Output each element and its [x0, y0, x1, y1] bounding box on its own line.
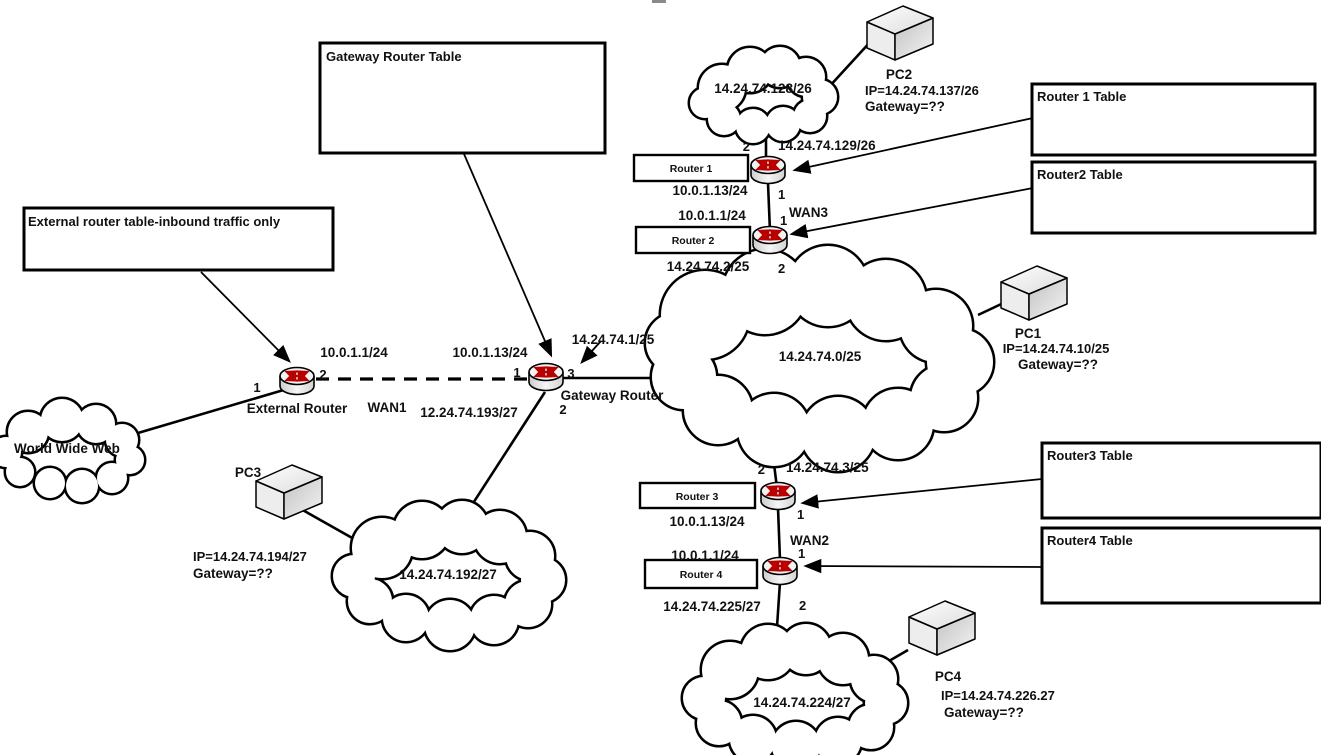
router2-iface-top-label: 10.0.1.1/24 — [678, 208, 746, 223]
router3-table-box: Router3 Table — [1040, 441, 1321, 520]
gateway-router-table-title: Gateway Router Table — [326, 49, 462, 64]
router4-port-top: 1 — [798, 546, 805, 561]
router4-iface-bottom-label: 14.24.74.225/27 — [663, 599, 761, 614]
arrow-router2-table-to-router2 — [789, 187, 1034, 239]
router4-port-bottom: 2 — [799, 598, 806, 613]
cloud-www: World Wide Web — [0, 399, 144, 502]
pc3-node: PC3 IP=14.24.74.194/27 Gateway=?? — [193, 464, 323, 581]
external-router-table-box: External router table-inbound traffic on… — [22, 206, 335, 272]
cloud-net192: 14.24.74.192/27 — [333, 501, 565, 650]
wan1-subnet-label: 12.24.74.193/27 — [420, 405, 518, 420]
router1-name: Router 1 — [670, 163, 713, 175]
router2-iface-bottom-label: 14.24.74.2/25 — [667, 259, 750, 274]
gateway-port-left: 1 — [513, 365, 520, 380]
cloud-net0-label: 14.24.74.0/25 — [779, 349, 862, 364]
pc-icon — [255, 464, 323, 520]
router2-icon — [753, 227, 787, 254]
link-wan3-router1-router2 — [766, 182, 772, 233]
external-port-left: 1 — [253, 380, 260, 395]
router2-port-bottom: 2 — [778, 261, 785, 276]
pc1-name: PC1 — [1015, 326, 1042, 341]
router4-icon — [763, 558, 797, 585]
gateway-router-name: Gateway Router — [561, 388, 665, 403]
external-iface-label: 10.0.1.1/24 — [320, 345, 388, 360]
cloud-net0: 14.24.74.0/25 — [646, 246, 993, 471]
router2-port-top: 1 — [780, 213, 787, 228]
pc2-node: PC2 IP=14.24.74.137/26 Gateway=?? — [865, 5, 979, 114]
external-router-table-title: External router table-inbound traffic on… — [28, 214, 281, 229]
arrow-iface-label-to-gateway-port3 — [580, 340, 602, 365]
router3-iface-label: 10.0.1.13/24 — [669, 514, 745, 529]
gateway-port-bottom: 2 — [559, 402, 566, 417]
router4-table-title: Router4 Table — [1047, 533, 1133, 548]
pc3-name: PC3 — [235, 465, 262, 480]
router2-table-box: Router2 Table — [1030, 160, 1317, 235]
router3-name: Router 3 — [676, 491, 719, 503]
pc-icon — [1000, 265, 1068, 321]
router4-label-box: Router 4 — [643, 558, 759, 590]
pc4-ip: IP=14.24.74.226.27 — [941, 688, 1055, 703]
link-gateway-net192 — [466, 391, 547, 512]
gateway-router-icon — [529, 364, 563, 391]
arrow-router4-table-to-router4 — [803, 558, 1043, 574]
pc3-gateway: Gateway=?? — [193, 566, 273, 581]
router4-iface-top-label: 10.0.1.1/24 — [671, 548, 739, 563]
wan3-label: WAN3 — [789, 205, 828, 220]
cropped-edge-artifact — [652, 0, 666, 3]
wan2-label: WAN2 — [790, 533, 829, 548]
router3-uplink-label: 14.24.74.3/25 — [786, 460, 869, 475]
cloud-net224: 14.24.74.224/27 — [683, 624, 907, 755]
router2-table-title: Router2 Table — [1037, 167, 1123, 182]
router2-label-box: Router 2 — [634, 225, 752, 255]
router2-name: Router 2 — [672, 235, 715, 247]
cloud-net224-label: 14.24.74.224/27 — [753, 695, 851, 710]
pc2-gateway: Gateway=?? — [865, 99, 945, 114]
router1-table-title: Router 1 Table — [1037, 89, 1126, 104]
pc2-name: PC2 — [886, 67, 912, 82]
cloud-net192-label: 14.24.74.192/27 — [399, 567, 497, 582]
gateway-iface-right-label: 14.24.74.1/25 — [572, 332, 655, 347]
link-pc2-net128 — [827, 39, 873, 89]
arrow-external-table-to-external-router — [200, 271, 291, 363]
cloud-net128-label: 14.24.74.128/26 — [714, 81, 812, 96]
pc4-node: PC4 IP=14.24.74.226.27 Gateway=?? — [908, 600, 1055, 720]
arrow-gateway-table-to-gateway-router — [463, 153, 553, 358]
router3-table-title: Router3 Table — [1047, 448, 1133, 463]
router1-label-box: Router 1 — [632, 153, 750, 183]
router4-name: Router 4 — [680, 569, 723, 581]
link-wan2-router3-router4 — [776, 507, 782, 561]
link-www-external-router — [137, 387, 288, 435]
gateway-router-table-box: Gateway Router Table — [318, 41, 607, 155]
router1-uplink-label: 14.24.74.129/26 — [778, 138, 876, 153]
pc4-name: PC4 — [935, 669, 962, 684]
gateway-port-right: 3 — [567, 366, 574, 381]
pc3-ip: IP=14.24.74.194/27 — [193, 549, 307, 564]
pc1-ip: IP=14.24.74.10/25 — [1003, 341, 1110, 356]
router1-table-box: Router 1 Table — [1030, 82, 1317, 157]
router1-icon — [751, 157, 785, 184]
cloud-www-label: World Wide Web — [14, 441, 120, 456]
external-port-right: 2 — [319, 367, 326, 382]
pc1-node: PC1 IP=14.24.74.10/25 Gateway=?? — [1000, 265, 1110, 372]
router3-icon — [761, 483, 795, 510]
pc2-ip: IP=14.24.74.137/26 — [865, 83, 979, 98]
pc-icon — [866, 5, 934, 61]
router3-port-top: 2 — [758, 462, 765, 477]
router4-table-box: Router4 Table — [1040, 526, 1321, 605]
pc1-gateway: Gateway=?? — [1018, 357, 1098, 372]
router1-port-bottom: 1 — [778, 187, 785, 202]
pc4-gateway: Gateway=?? — [944, 705, 1024, 720]
wan1-label: WAN1 — [367, 400, 406, 415]
external-router-name: External Router — [247, 401, 348, 416]
router1-iface-label: 10.0.1.13/24 — [672, 183, 748, 198]
router3-port-bottom: 1 — [797, 507, 804, 522]
router1-port-top: 2 — [743, 139, 750, 154]
arrow-router1-table-to-router1 — [792, 117, 1034, 174]
pc-icon — [908, 600, 976, 656]
cloud-net128: 14.24.74.128/26 — [690, 47, 837, 143]
gateway-iface-left-label: 10.0.1.13/24 — [452, 345, 528, 360]
external-router-icon — [280, 368, 314, 395]
router3-label-box: Router 3 — [638, 481, 757, 510]
arrow-router3-table-to-router3 — [800, 478, 1043, 509]
